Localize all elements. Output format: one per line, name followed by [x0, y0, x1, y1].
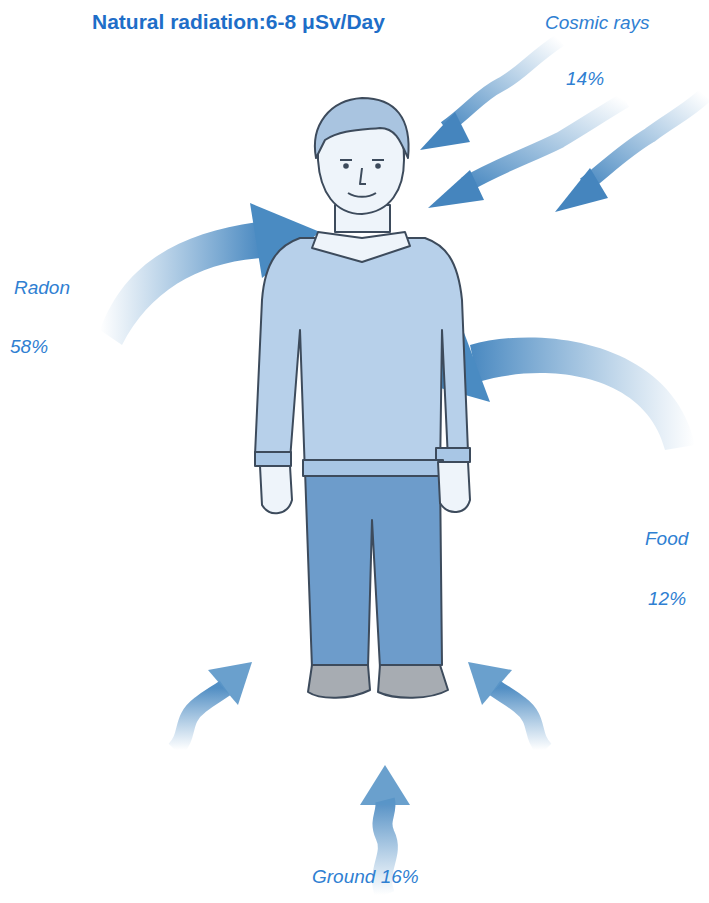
source-label: 14%: [566, 68, 604, 90]
arrow-head: [420, 112, 470, 150]
ground-arrows: [175, 662, 545, 895]
cosmic-arrow: [445, 40, 560, 128]
source-label: Ground 16%: [312, 866, 419, 888]
source-label: 58%: [10, 336, 48, 358]
person: [255, 98, 470, 698]
source-label: Radon: [14, 277, 70, 299]
diagram-title: Natural radiation:6-8 μSv/Day: [92, 10, 385, 34]
source-label: Cosmic rays: [545, 12, 650, 34]
cosmic-arrows: [420, 40, 705, 212]
arrow-head: [555, 168, 608, 212]
cosmic-arrow: [585, 95, 705, 185]
source-label: Food: [645, 528, 688, 550]
arrow-head: [428, 170, 484, 208]
source-label: 12%: [648, 588, 686, 610]
